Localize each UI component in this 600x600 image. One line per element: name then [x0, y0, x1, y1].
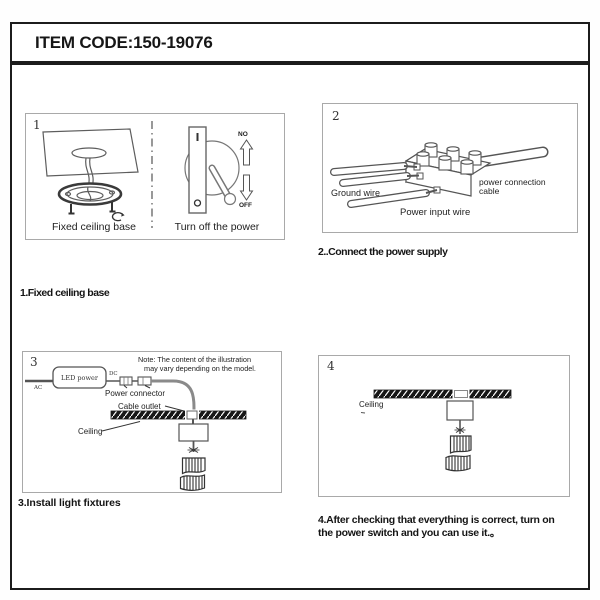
step2-caption: 2..Connect the power supply: [318, 246, 448, 258]
ac-label: AC: [33, 385, 42, 391]
power-input-wire-label: Power input wire: [400, 207, 470, 218]
ceiling-drawing: Ceiling: [359, 389, 512, 414]
step4-number: 4: [327, 359, 335, 373]
connector-leader-1: [123, 385, 128, 389]
fixed-base-caption: Fixed ceiling base: [52, 221, 136, 233]
step4-caption-line1: 4.After checking that everything is corr…: [318, 514, 555, 526]
step4-caption-line2: the power switch and you can use it.。: [318, 527, 501, 539]
break-mark-icon: [187, 447, 200, 453]
arrow-down-icon: [239, 174, 254, 201]
step2-number: 2: [332, 109, 340, 123]
power-connector-label: Power connector: [105, 389, 165, 398]
panel-step3: 3 Note: The content of the illustration …: [22, 351, 282, 493]
step4-drawing: 4 Ceiling: [327, 359, 512, 472]
dc-label: DC: [109, 371, 118, 377]
panel-step1: 1: [25, 113, 285, 240]
panel-step4: 4 Ceiling: [318, 355, 570, 497]
power-connection-cable-label-2: cable: [479, 186, 500, 196]
switch-on-label: NO: [238, 131, 248, 138]
screw-terminals: [416, 142, 482, 175]
cable-outlet-leader: [164, 405, 185, 412]
step4-caption: 4.After checking that everything is corr…: [318, 514, 586, 540]
switch-off-label: OFF: [239, 202, 252, 209]
step1-number: 1: [33, 118, 41, 132]
arrow-up-icon: [239, 139, 254, 166]
step3-number: 3: [30, 355, 38, 369]
power-connection-cable-label-1: power connection: [479, 177, 546, 187]
ceiling-label: Ceiling: [359, 400, 383, 409]
item-code-text: ITEM CODE:150-19076: [35, 32, 213, 52]
dc-cable-curve: [151, 379, 196, 413]
step1-caption: 1.Fixed ceiling base: [20, 287, 110, 299]
note-line1: Note: The content of the illustration: [138, 355, 251, 364]
turn-off-caption: Turn off the power: [175, 221, 260, 233]
item-code-header: ITEM CODE:150-19076: [10, 22, 590, 63]
fixture-drawing: [178, 419, 209, 491]
rotate-arrow-icon: [111, 212, 124, 222]
cable-outlet-label: Cable outlet: [118, 402, 161, 411]
step3-drawing: 3 Note: The content of the illustration …: [25, 355, 256, 491]
note-line2: may vary depending on the model.: [144, 364, 256, 373]
connector-leader-2: [144, 385, 151, 389]
ceiling-drawing: Ceiling: [78, 409, 247, 436]
step3-caption: 3.Install light fixtures: [18, 497, 121, 509]
ceiling-label: Ceiling: [78, 427, 102, 436]
power-switch-drawing: NO OFF: [184, 126, 254, 214]
ceiling-base-drawing: [42, 128, 139, 222]
break-mark-icon: [454, 427, 466, 433]
fixture-drawing: [445, 400, 474, 472]
led-driver-drawing: AC LED power DC: [25, 366, 152, 391]
panel-step2: 2: [322, 103, 578, 233]
step2-drawing: 2: [330, 109, 549, 218]
input-wires-drawing: [330, 162, 438, 208]
terminal-block-drawing: [404, 142, 492, 197]
step1-drawing: 1: [33, 118, 260, 233]
led-power-label: LED power: [61, 374, 99, 382]
ground-wire-label: Ground wire: [331, 188, 380, 198]
